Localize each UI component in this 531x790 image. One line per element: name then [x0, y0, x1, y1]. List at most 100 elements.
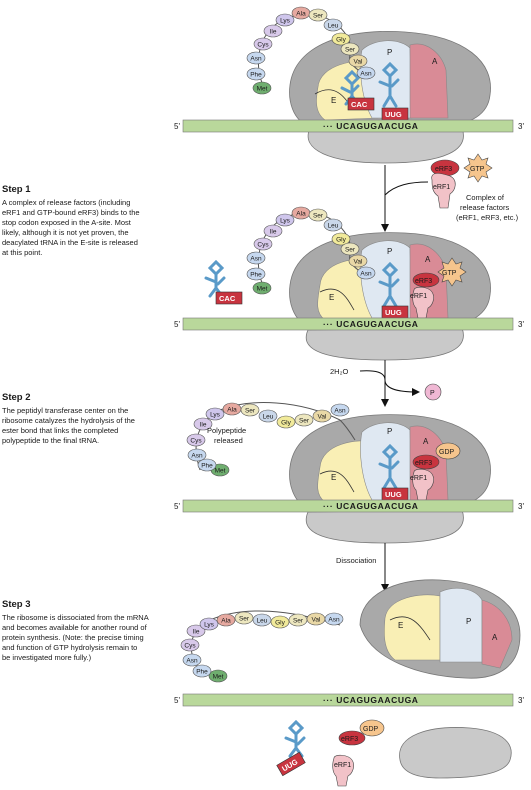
amino-acid-label: Met — [257, 85, 268, 92]
hydrolysis-arrow — [359, 370, 420, 396]
amino-acid-label: Lys — [204, 621, 215, 628]
amino-acid-bead — [252, 81, 272, 95]
three-prime-end: 3' — [518, 696, 524, 705]
amino-acid-label: Ser — [293, 617, 304, 624]
erf1-shape — [332, 754, 354, 787]
step-3-line: and becomes available for another round … — [2, 623, 148, 632]
amino-acid-label: Ser — [345, 246, 356, 253]
amino-acid-bead — [323, 218, 343, 232]
five-prime-end: 5' — [174, 696, 180, 705]
erf3-label: eRF3 — [415, 460, 432, 467]
three-prime-end: 3' — [518, 122, 524, 131]
trna-released — [284, 719, 306, 758]
step-3-line: and function of GTP hydrolysis remain to — [2, 643, 137, 652]
e-site-label: E — [398, 621, 403, 630]
amino-acid-label: Lys — [280, 217, 291, 224]
gdp-label: GDP — [363, 726, 379, 733]
step-2-title: Step 2 — [2, 392, 31, 403]
gtp-shape — [437, 257, 467, 287]
amino-acid-bead — [216, 613, 236, 627]
amino-acid-bead — [270, 615, 290, 629]
gtp-label: GTP — [470, 166, 485, 173]
a-site-label: A — [492, 633, 498, 642]
amino-acid-label: Lys — [280, 17, 291, 24]
erf1-label: eRF1 — [410, 293, 427, 300]
amino-acid-bead — [308, 8, 328, 22]
amino-acid-label: Ile — [193, 628, 200, 635]
amino-acid-label: Asn — [186, 657, 198, 664]
amino-acid-bead — [182, 653, 202, 667]
erf1-shape — [412, 286, 434, 319]
amino-acid-label: Gly — [281, 419, 292, 426]
erf3-shape — [338, 730, 366, 746]
anticodon-box — [215, 291, 243, 305]
amino-acid-label: Gly — [336, 36, 347, 43]
trna-e-site — [340, 69, 361, 106]
amino-acid-bead — [294, 413, 314, 427]
step-2-line: ribosome catalyzes the hydrolysis of the — [2, 416, 135, 425]
anticodon-label: CAC — [219, 294, 236, 303]
amino-acid-bead — [186, 624, 206, 638]
e-site-label: E — [331, 473, 336, 482]
amino-acid-bead — [246, 51, 266, 65]
amino-acid-bead — [263, 24, 283, 38]
amino-acid-label: Lys — [210, 411, 221, 418]
five-prime-end: 5' — [174, 122, 180, 131]
factor-join-arrow — [384, 181, 429, 196]
gdp-shape — [435, 442, 461, 460]
p-site-label: P — [387, 427, 392, 436]
amino-acid-label: Ala — [296, 10, 306, 17]
amino-acid-label: Ser — [245, 407, 256, 414]
step-2-line: ester bond that links the completed — [2, 426, 118, 435]
trna-p-site — [378, 61, 400, 108]
amino-acid-label: Ser — [299, 417, 310, 424]
p-site — [439, 587, 483, 663]
amino-acid-label: Ala — [296, 210, 306, 217]
amino-acid-label: Phe — [196, 668, 208, 675]
step-3-text: Step 3 The ribosome is dissociated from … — [2, 599, 149, 662]
a-site-label: A — [425, 255, 431, 264]
gtp-label: GTP — [442, 270, 457, 277]
amino-acid-label: Leu — [257, 617, 268, 624]
amino-acid-bead — [252, 281, 272, 295]
mrna-sequence: ··· UCAGUGAACUGA — [323, 695, 419, 705]
amino-acid-label: Ser — [313, 12, 324, 19]
step-1-title: Step 1 — [2, 184, 31, 195]
five-prime-end: 5' — [174, 320, 180, 329]
amino-acid-label: Leu — [328, 222, 339, 229]
amino-acid-bead — [240, 403, 260, 417]
amino-acid-label: Phe — [250, 271, 262, 278]
amino-acid-bead — [187, 448, 207, 462]
amino-acid-label: Val — [354, 58, 363, 65]
erf1-label: eRF1 — [410, 475, 427, 482]
trna-released — [204, 259, 226, 298]
step-1-line: likely, although it is not yet proven, t… — [2, 228, 129, 237]
amino-acid-bead — [330, 403, 350, 417]
released-label: released — [214, 436, 243, 445]
amino-acid-bead — [324, 612, 344, 626]
amino-acid-bead — [331, 232, 351, 246]
amino-acid-label: Ser — [313, 212, 324, 219]
erf3-shape — [412, 272, 440, 288]
amino-acid-bead — [186, 433, 206, 447]
release-factor-complex: eRF3 GTP eRF1 Complex of release factors… — [430, 153, 519, 222]
step-3-line: be investigated more fully.) — [2, 653, 92, 662]
step-1-line: stop codon exposed in the A-site. Most — [2, 218, 132, 227]
amino-acid-bead — [205, 407, 225, 421]
amino-acid-label: Asn — [334, 407, 346, 414]
amino-acid-bead — [253, 37, 273, 51]
water-label: 2H₂O — [330, 367, 348, 376]
amino-acid-label: Cys — [190, 437, 202, 444]
step-1-line: eRF1 and GTP-bound eRF3) binds to the — [2, 208, 140, 217]
amino-acid-bead — [258, 409, 278, 423]
gtp-shape — [463, 153, 493, 183]
step-3-title: Step 3 — [2, 599, 31, 610]
erf3-shape — [412, 454, 440, 470]
p-site-label: P — [466, 617, 471, 626]
amino-acid-bead — [276, 415, 296, 429]
amino-acid-bead — [275, 213, 295, 227]
anticodon-box — [347, 97, 375, 111]
a-site-label: A — [432, 57, 438, 66]
p-site-label: P — [387, 48, 392, 57]
